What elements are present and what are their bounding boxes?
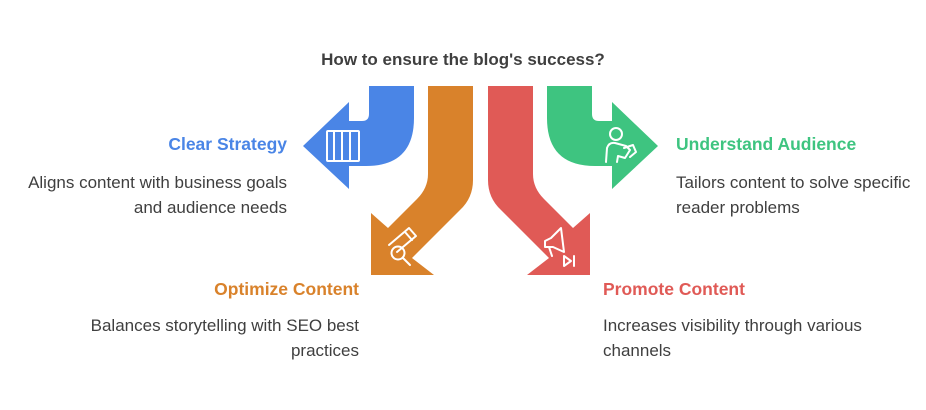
pencil-search-icon: [388, 227, 417, 266]
megaphone-icon: [544, 227, 575, 267]
understand-audience-arrow: [547, 86, 658, 189]
diagram-title: How to ensure the blog's success?: [321, 50, 605, 69]
clear-strategy-label: Clear Strategy: [168, 134, 287, 154]
reader-icon: [605, 127, 637, 163]
understand-audience-description: Tailors content to solve specific reader…: [676, 173, 911, 217]
understand-audience-label: Understand Audience: [676, 134, 857, 154]
optimize-content-description: Balances storytelling with SEO best prac…: [90, 316, 359, 360]
optimize-content-label: Optimize Content: [214, 279, 359, 299]
promote-content-arrow: [488, 86, 590, 275]
promote-content-label: Promote Content: [603, 279, 745, 299]
optimize-content-arrow: [371, 86, 473, 275]
clear-strategy-arrow: [303, 86, 414, 189]
clear-strategy-description: Aligns content with business goals and a…: [28, 173, 287, 217]
promote-content-description: Increases visibility through various cha…: [603, 316, 862, 360]
columns-icon: [326, 130, 360, 162]
